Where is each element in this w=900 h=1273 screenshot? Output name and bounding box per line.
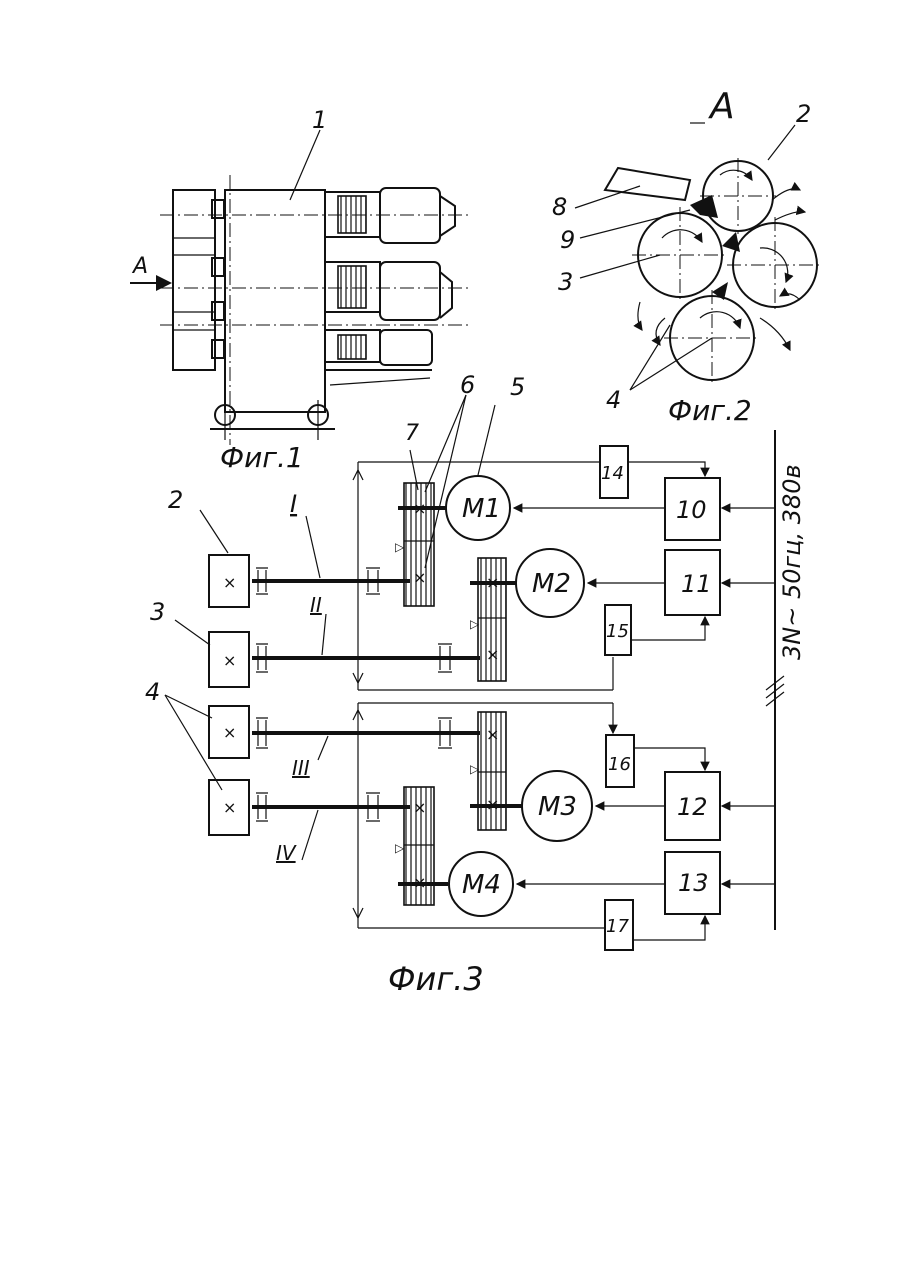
figure-1: A 1 Фиг.1	[130, 106, 470, 474]
fig2-part-2-label: 2	[796, 100, 811, 128]
svg-text:12: 12	[677, 793, 708, 821]
machine-body	[225, 190, 325, 412]
svg-text:×: ×	[486, 725, 499, 744]
supply-label: 3N~ 50гц, 380в	[778, 464, 806, 660]
converter-10: 10	[665, 478, 720, 540]
fig1-caption: Фиг.1	[220, 441, 304, 474]
svg-text:×: ×	[413, 798, 426, 817]
svg-text:10: 10	[676, 496, 707, 524]
fig3-part-7-label: 7	[405, 421, 419, 446]
shaft-II-label: II	[310, 593, 322, 617]
shaft-I-label: I	[290, 490, 297, 518]
motor-M2: M2	[516, 549, 584, 617]
fig3-part-6-label: 6	[460, 371, 475, 399]
svg-text:17: 17	[606, 916, 629, 937]
svg-text:×: ×	[486, 645, 499, 664]
fig2-caption: Фиг.2	[668, 394, 752, 427]
fig3-part-3-label: 3	[150, 598, 165, 626]
svg-text:11: 11	[681, 570, 712, 598]
motor-M1: M1	[446, 476, 510, 540]
converter-13: 13	[665, 852, 720, 914]
fig2-part-4-label: 4	[606, 386, 621, 414]
shaft-IV-label: IV	[276, 841, 297, 865]
fig2-part-8-label: 8	[552, 193, 567, 221]
figure-2: A 2 3	[552, 86, 823, 427]
converter-12: 12	[665, 772, 720, 840]
svg-text:×: ×	[223, 798, 236, 817]
fig3-part-2-label: 2	[168, 486, 183, 514]
fig1-drive-unit-bottom	[325, 330, 432, 385]
motor-M3: M3	[522, 771, 592, 841]
svg-text:▷: ▷	[395, 841, 405, 855]
converter-11: 11	[665, 550, 720, 615]
roll-box-3: ×	[209, 632, 249, 687]
svg-text:×: ×	[413, 568, 426, 587]
svg-text:▷: ▷	[470, 617, 480, 631]
svg-text:×: ×	[223, 723, 236, 742]
fig2-part-3-label: 3	[558, 268, 573, 296]
fig2-part-9-label: 9	[560, 226, 575, 254]
sensor-17: 17	[605, 900, 633, 950]
motor-M4: M4	[449, 852, 513, 916]
svg-text:16: 16	[608, 754, 631, 775]
svg-text:M2: M2	[532, 569, 571, 599]
fig1-part-1-label: 1	[312, 106, 327, 134]
svg-text:13: 13	[678, 869, 709, 897]
shaft-III-label: III	[292, 756, 310, 780]
svg-text:▷: ▷	[470, 762, 480, 776]
svg-text:▷: ▷	[395, 540, 405, 554]
svg-text:M1: M1	[462, 494, 501, 524]
svg-text:M4: M4	[462, 870, 501, 900]
fig3-part-4-label: 4	[145, 678, 160, 706]
sensor-14: 14	[600, 446, 628, 498]
sensor-16: 16	[606, 735, 634, 787]
svg-text:14: 14	[601, 463, 624, 484]
svg-text:×: ×	[223, 651, 236, 670]
fig3-caption: Фиг.3	[388, 960, 484, 998]
fig3-part-5-label: 5	[510, 373, 525, 401]
svg-text:M3: M3	[538, 792, 577, 822]
fig2-view-letter: A	[708, 86, 735, 127]
fig1-drive-unit-mid	[325, 262, 452, 320]
feed-chute	[605, 168, 690, 200]
fig1-view-letter: A	[131, 254, 148, 279]
sensor-15: 15	[605, 605, 631, 655]
roll-box-2: ×	[209, 555, 249, 607]
svg-text:×: ×	[223, 573, 236, 592]
roll-box-4-upper: ×	[209, 706, 249, 758]
svg-text:15: 15	[606, 621, 629, 642]
roll-box-4-lower: ×	[209, 780, 249, 835]
